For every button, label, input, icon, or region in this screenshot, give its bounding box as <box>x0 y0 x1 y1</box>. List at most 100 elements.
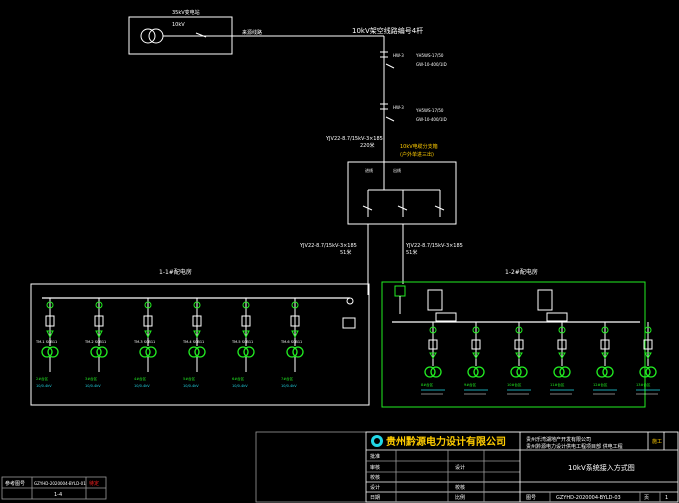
company-name: 贵州黔源电力设计有限公司 <box>386 435 506 448</box>
number-label: 图号 <box>526 495 536 501</box>
feeder-switch <box>428 339 438 350</box>
pole-top-b: YH5WS-17/50 <box>415 53 444 58</box>
pole-mid-a: HW-3 <box>393 105 404 110</box>
feeder-arrester <box>429 352 437 359</box>
transformer-coil-primary <box>139 346 151 358</box>
pole-top-c: GW-10-400/1ID <box>416 62 447 67</box>
right-meter-2 <box>546 312 568 322</box>
title-block-inner <box>365 431 679 503</box>
transformer-coil-secondary <box>473 366 485 378</box>
feeder-tag: 9#台区 <box>464 382 477 387</box>
feeder-voltage: 10/0.4kV <box>134 384 150 388</box>
feeder-tag: 2#台区 <box>36 376 49 381</box>
branch-box-title: 10kV电缆分支箱 <box>400 143 438 150</box>
company-logo <box>371 435 383 447</box>
feeder-tag: 7#台区 <box>281 376 294 381</box>
right-cable-length: 51米 <box>406 249 417 256</box>
stage-label: 施工 <box>652 438 662 445</box>
feeder-tag: 3#台区 <box>85 376 98 381</box>
mid-label-1: 校核 <box>455 484 465 491</box>
feeder-transformer-label: TM-6 SCB11 <box>280 340 302 344</box>
transformer-coil-primary <box>639 366 651 378</box>
transformer-coil-secondary <box>602 366 614 378</box>
feeder-arrester <box>291 330 299 339</box>
feeder-switch <box>290 315 300 327</box>
reference-value: GZYHD-2020004-BYLD-01 <box>34 481 86 486</box>
transformer-coil-secondary <box>559 366 571 378</box>
feeder-switch <box>600 339 610 350</box>
feeder-switch <box>94 315 104 327</box>
transformer-coil-primary <box>188 346 200 358</box>
right-feeder: 8#台区 <box>421 322 445 395</box>
feeder-transformer-label: TM-2 SCB11 <box>84 340 106 344</box>
drawing-number: GZYHD-2020004-BYLD-03 <box>556 495 621 501</box>
pole-mid-c: GW-10-400/1ID <box>416 117 447 122</box>
feeder-tag: 5#台区 <box>183 376 196 381</box>
transformer-coil-primary <box>596 366 608 378</box>
feeder-switch <box>643 339 653 350</box>
feeder-switch <box>557 339 567 350</box>
row-label-4: 日期 <box>370 495 380 501</box>
reference-label: 参考图号 <box>5 480 25 487</box>
left-feeder-group: TM-1 SCB11 2#台区 10/0.4kV TM-2 SCB11 3#台区 10/0… <box>35 298 304 388</box>
bus-title: 10kV架空线路编号4杆 <box>352 26 423 35</box>
feeder-arrester <box>644 352 652 359</box>
source-title: 35kV变电站 <box>172 9 200 16</box>
right-meter <box>435 312 457 322</box>
feeder-tag: 6#台区 <box>232 376 245 381</box>
branch-box-frame <box>347 161 457 225</box>
reference-stamp <box>1 476 107 500</box>
feeder-transformer-label: TM-5 SCB11 <box>231 340 253 344</box>
left-station-frame <box>30 283 370 406</box>
feeder-voltage: 10/0.4kV <box>183 384 199 388</box>
feeder-breaker <box>558 326 566 334</box>
feeder-switch <box>45 315 55 327</box>
pole-switch-mid <box>385 116 395 122</box>
feeder-arrester <box>601 352 609 359</box>
left-cable-label: YJV22-8.7/15kV-3×185 <box>299 243 357 249</box>
left-feeder: TM-1 SCB11 2#台区 10/0.4kV <box>35 298 59 388</box>
project-line-a: 贵州乐湾湖地产开发有限公司 <box>526 436 591 443</box>
source-switch <box>195 32 207 38</box>
source-sub: 10kV <box>172 22 185 28</box>
feeder-tag: 10#台区 <box>507 382 522 387</box>
feeder-switch <box>471 339 481 350</box>
feeder-voltage: 10/0.4kV <box>85 384 101 388</box>
feeder-voltage: 10/0.4kV <box>36 384 52 388</box>
feeder-voltage: 10/0.4kV <box>281 384 297 388</box>
pole-switch-top <box>385 63 395 69</box>
branch-key-1: 进线 <box>365 167 373 173</box>
right-pt-cabinet <box>427 289 443 311</box>
feeder-tag: 8#台区 <box>421 382 434 387</box>
page-value: 1 <box>665 495 668 501</box>
feeder-switch <box>143 315 153 327</box>
title-block <box>255 431 679 503</box>
row-label-2: 校核 <box>370 474 380 481</box>
feeder-transformer-label: TM-1 SCB11 <box>35 340 57 344</box>
feeder-switch <box>514 339 524 350</box>
feeder-breaker <box>644 326 652 334</box>
feeder-breaker <box>515 326 523 334</box>
transformer-coil-secondary <box>516 366 528 378</box>
branch-switch-1 <box>362 205 373 211</box>
cable-branch-box <box>347 161 457 295</box>
feeder-breaker <box>46 301 54 309</box>
transformer-coil-primary <box>553 366 565 378</box>
feeder-arrester <box>46 330 54 339</box>
pole-mid-b: YH5WS-17/50 <box>415 108 444 113</box>
left-feeder: TM-6 SCB11 7#台区 10/0.4kV <box>280 298 304 388</box>
left-feeder: TM-2 SCB11 3#台区 10/0.4kV <box>84 298 108 388</box>
page-label: 页 <box>644 495 649 501</box>
transformer-coil-secondary <box>145 346 157 358</box>
feeder-breaker <box>291 301 299 309</box>
pole-top-a: HW-3 <box>393 53 404 58</box>
feeder-switch <box>192 315 202 327</box>
drawing-title: 10kV系统接入方式图 <box>568 463 635 472</box>
feeder-arrester <box>144 330 152 339</box>
row-label-1: 审核 <box>370 464 380 471</box>
main-cable-length: 220米 <box>360 142 375 149</box>
